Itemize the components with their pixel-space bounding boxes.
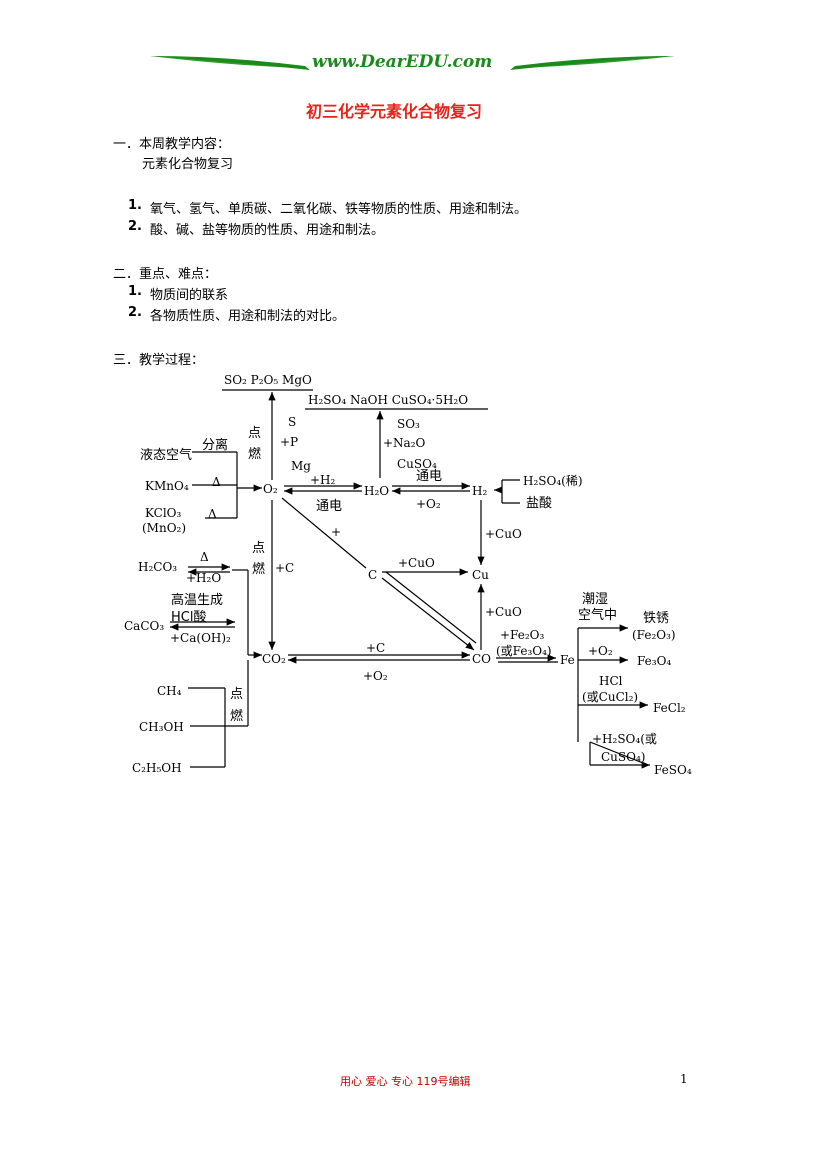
ignite-label: 点 [248,426,261,441]
delta-label: Δ [212,475,221,489]
separation-label: 分离 [202,437,228,453]
hcl-label: HCl [599,674,623,688]
plus-h2-label: +H₂ [310,473,336,487]
section-heading-2: 二．重点、难点： [113,267,218,282]
fe2o3-label: (Fe₂O₃) [632,628,676,642]
reaction-diagram: SO₂ P₂O₅ MgO H₂SO₄ NaOH CuSO₄·5H₂O 液态空气 … [124,373,692,777]
mno2-label: (MnO₂) [142,521,186,535]
na2o-label: +Na₂O [383,436,426,450]
plus-c-label: +C [275,561,294,575]
c-node: C [368,568,377,582]
item-number: 2. [128,305,142,320]
item-text: 酸、碱、盐等物质的性质、用途和制法。 [150,223,385,238]
plus-o2-label: +O₂ [588,644,613,658]
page-title: 初三化学元素化合物复习 [306,102,483,121]
dilute-h2so4-label: H₂SO₄(稀) [523,474,583,488]
ignite-label: 点 [230,687,243,702]
high-temp-label: 高温生成 [171,592,223,608]
item-text: 氧气、氢气、单质碳、二氧化碳、铁等物质的性质、用途和制法。 [150,202,528,217]
top-products-label: SO₂ P₂O₅ MgO [224,373,312,387]
electrolysis-label: 通电 [416,469,442,484]
ignite-label: 燃 [230,708,243,724]
o2-node: O₂ [263,482,278,496]
h2o-node: H₂O [364,484,389,498]
hcl-acid-label: HCl酸 [171,610,206,625]
ch3oh-label: CH₃OH [139,720,184,734]
delta-label: Δ [200,550,209,564]
plus-h2o-label: +H₂O [186,571,221,585]
ch4-label: CH₄ [157,684,182,698]
mg-label: Mg [291,459,311,473]
cuso4-label: CuSO₄ [397,457,437,471]
caco3-label: CaCO₃ [124,619,164,633]
plus-o2-label: +O₂ [363,669,388,683]
ignite-label: 燃 [248,446,261,462]
p-label: +P [280,435,298,449]
kclo3-label: KClO₃ [145,506,182,520]
delta-label: Δ [208,507,217,521]
cuso4-close-label: CuSO₄) [601,750,645,764]
h2-node: H₂ [472,484,487,498]
footer-text: 用心 爱心 专心 119号编辑 [340,1075,471,1088]
or-cucl2-label: (或CuCl₂) [582,690,638,704]
item-text: 各物质性质、用途和制法的对比。 [150,309,346,324]
s-label: S [288,415,296,429]
item-number: 1. [128,284,142,299]
ignite-label: 燃 [252,561,265,577]
acid-base-products-label: H₂SO₄ NaOH CuSO₄·5H₂O [308,393,468,407]
co-node: CO [472,652,491,666]
hcl-acid-label: 盐酸 [526,496,552,511]
item-text: 物质间的联系 [150,288,229,303]
fe3o4-or-label: (或Fe₃O₄) [496,644,552,658]
plus-cuo-label: +CuO [485,605,522,619]
site-logo-text[interactable]: www.DearEDU.com [312,52,493,72]
plus-c-label: +C [366,641,385,655]
electrolysis-label: 通电 [316,499,342,514]
c2h5oh-label: C₂H₅OH [132,761,182,775]
plus-cuo-label: +CuO [398,556,435,570]
caoh2-label: +Ca(OH)₂ [170,631,231,645]
plus-label: + [331,525,341,539]
rust-label: 铁锈 [643,611,669,626]
section-line: 元素化合物复习 [142,157,234,172]
plus-o2-label: +O₂ [416,497,441,511]
item-number: 1. [128,198,142,213]
kmno4-label: KMnO₄ [145,479,189,493]
h2so4-or-label: +H₂SO₄(或 [592,732,657,746]
liquid-air-label: 液态空气 [140,447,192,463]
fe2o3-plus-label: +Fe₂O₃ [500,628,544,642]
humid-air-label: 空气中 [578,607,617,623]
fecl2-label: FeCl₂ [653,701,686,715]
section-heading-3: 三．教学过程： [113,353,205,368]
cu-node: Cu [472,568,489,582]
so3-label: SO₃ [397,417,420,431]
feso4-label: FeSO₄ [654,763,692,777]
section-heading-1: 一．本周教学内容： [113,137,231,152]
humid-label: 潮湿 [582,592,608,607]
plus-cuo-label: +CuO [485,527,522,541]
fe-node: Fe [560,653,575,667]
h2co3-label: H₂CO₃ [138,560,177,574]
header-swoosh [150,56,675,70]
page-number: 1 [680,1072,688,1086]
co2-node: CO₂ [262,652,286,666]
item-number: 2. [128,219,142,234]
ignite-label: 点 [252,541,265,556]
fe3o4-label: Fe₃O₄ [637,654,671,668]
